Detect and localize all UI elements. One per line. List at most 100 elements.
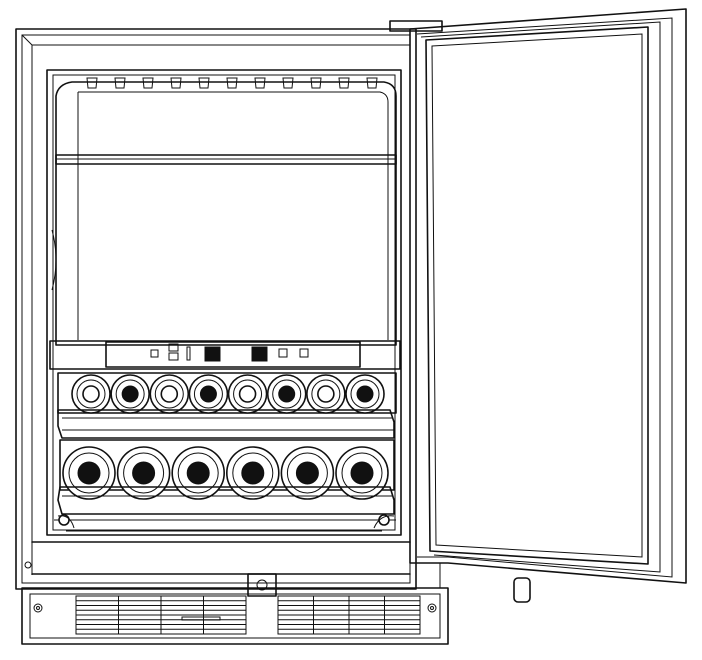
right-corner-curve: [373, 515, 395, 529]
cabinet-corner-bevel: [21, 34, 33, 46]
interior-floor: [54, 514, 396, 532]
bottle-base-icon: [77, 461, 101, 485]
bottle-middle-ring: [115, 379, 145, 409]
ceiling-vent-slot: [254, 77, 266, 89]
bottle-middle-ring: [232, 452, 274, 494]
bottle-middle-ring: [350, 379, 380, 409]
ceiling-vent-slot: [142, 77, 154, 89]
ceiling-vent-slot: [198, 77, 210, 89]
ceiling-vent-slot: [366, 77, 378, 89]
upper-rack-frame: [57, 372, 397, 414]
interior-left-hinge-mark: [51, 229, 57, 291]
sensor-icon: [256, 579, 268, 591]
bottle-base-icon: [121, 385, 139, 403]
bottle-middle-ring: [177, 452, 219, 494]
wine-bottle: [266, 374, 307, 414]
temp-down-indicator-icon: [168, 352, 179, 361]
bottle-middle-ring: [233, 379, 263, 409]
wine-bottle: [345, 374, 385, 414]
bottle-middle-ring: [286, 452, 328, 494]
ceiling-vents: [86, 77, 378, 89]
wine-bottle: [71, 374, 111, 414]
base-trim: [31, 541, 411, 575]
wine-bottle: [62, 446, 116, 500]
upper-rack-bottles: [71, 374, 385, 414]
interior-liner: [46, 69, 402, 536]
bottle-middle-ring: [76, 379, 106, 409]
bottle-base-icon: [295, 461, 319, 485]
bottle-base-icon: [199, 385, 217, 403]
kick-plate-outline: [21, 587, 449, 645]
upper-rack-front-rail: [57, 409, 395, 439]
kick-plate-slot: [181, 616, 221, 621]
right-kick-plate-screw-center: [430, 606, 434, 610]
door-glass-panel[interactable]: [425, 26, 649, 565]
lower-rack-front-rail: [57, 486, 395, 515]
temperature-button[interactable]: [204, 346, 221, 362]
bottle-middle-ring: [311, 379, 341, 409]
ceiling-vent-slot: [170, 77, 182, 89]
left-kick-plate-screw-icon: [33, 603, 43, 613]
divider-indicator-icon: [186, 346, 191, 361]
temp-up-indicator-icon: [168, 343, 179, 352]
bottle-base-icon: [356, 385, 374, 403]
open-door: [389, 8, 687, 603]
door-frame-inner-line: [416, 17, 673, 578]
bottle-base-icon: [186, 461, 210, 485]
door-gasket-line: [420, 21, 661, 573]
bottle-base-icon: [350, 461, 374, 485]
cabinet-inner-outline: [21, 34, 411, 584]
bottle-middle-ring: [154, 379, 184, 409]
bottle-neck-icon: [317, 385, 335, 403]
bottle-middle-ring: [193, 379, 223, 409]
bottle-middle-ring: [341, 452, 383, 494]
wine-bottle: [188, 374, 229, 414]
wine-bottle: [171, 446, 225, 500]
left-corner-curve: [57, 515, 75, 529]
control-panel-display: [105, 341, 361, 368]
door-handle-foot[interactable]: [513, 577, 531, 603]
left-kick-plate-screw-center: [36, 606, 40, 610]
door-glass-inset: [431, 33, 643, 558]
bottle-base-icon: [132, 461, 156, 485]
lower-bottle-rack: [57, 439, 395, 515]
liner-inner-outline: [52, 74, 396, 531]
cabinet-body: [15, 28, 417, 590]
kick-plate-inset: [29, 593, 441, 639]
wine-bottle: [335, 446, 389, 500]
liner-outer-outline: [46, 69, 402, 536]
door-outer-frame: [409, 8, 687, 584]
bottle-neck-icon: [82, 385, 100, 403]
interior-back-wall: [55, 81, 397, 346]
wine-bottle: [227, 374, 268, 414]
ceiling-vent-slot: [114, 77, 126, 89]
control-panel: [49, 340, 401, 370]
lower-rack-bottles: [62, 446, 389, 500]
cabinet-outer-outline: [15, 28, 417, 590]
ceiling-vent-slot: [226, 77, 238, 89]
wine-bottle: [306, 374, 346, 414]
bottle-neck-icon: [238, 385, 257, 403]
cabinet-screw-icon: [24, 561, 32, 569]
wine-bottle: [116, 446, 171, 500]
bottle-neck-icon: [160, 385, 179, 403]
kick-plate: [21, 573, 449, 645]
interior-back-wall-inset: [78, 91, 389, 340]
power-button[interactable]: [251, 346, 268, 362]
ceiling-vent-slot: [338, 77, 350, 89]
light-indicator-icon: [150, 349, 159, 358]
wine-bottle: [149, 374, 190, 414]
ventilation-grille: [75, 595, 421, 635]
upper-bottle-rack: [57, 372, 397, 439]
bottle-middle-ring: [123, 452, 165, 494]
ceiling-vent-slot: [86, 77, 98, 89]
wine-bottle: [280, 446, 335, 500]
ceiling-vent-slot: [282, 77, 294, 89]
lower-rack-frame: [59, 439, 395, 491]
kick-plate-sensor-housing: [247, 573, 277, 597]
mode-indicator-icon: [278, 348, 288, 358]
wine-bottle: [110, 374, 150, 414]
bottle-middle-ring: [68, 452, 110, 494]
